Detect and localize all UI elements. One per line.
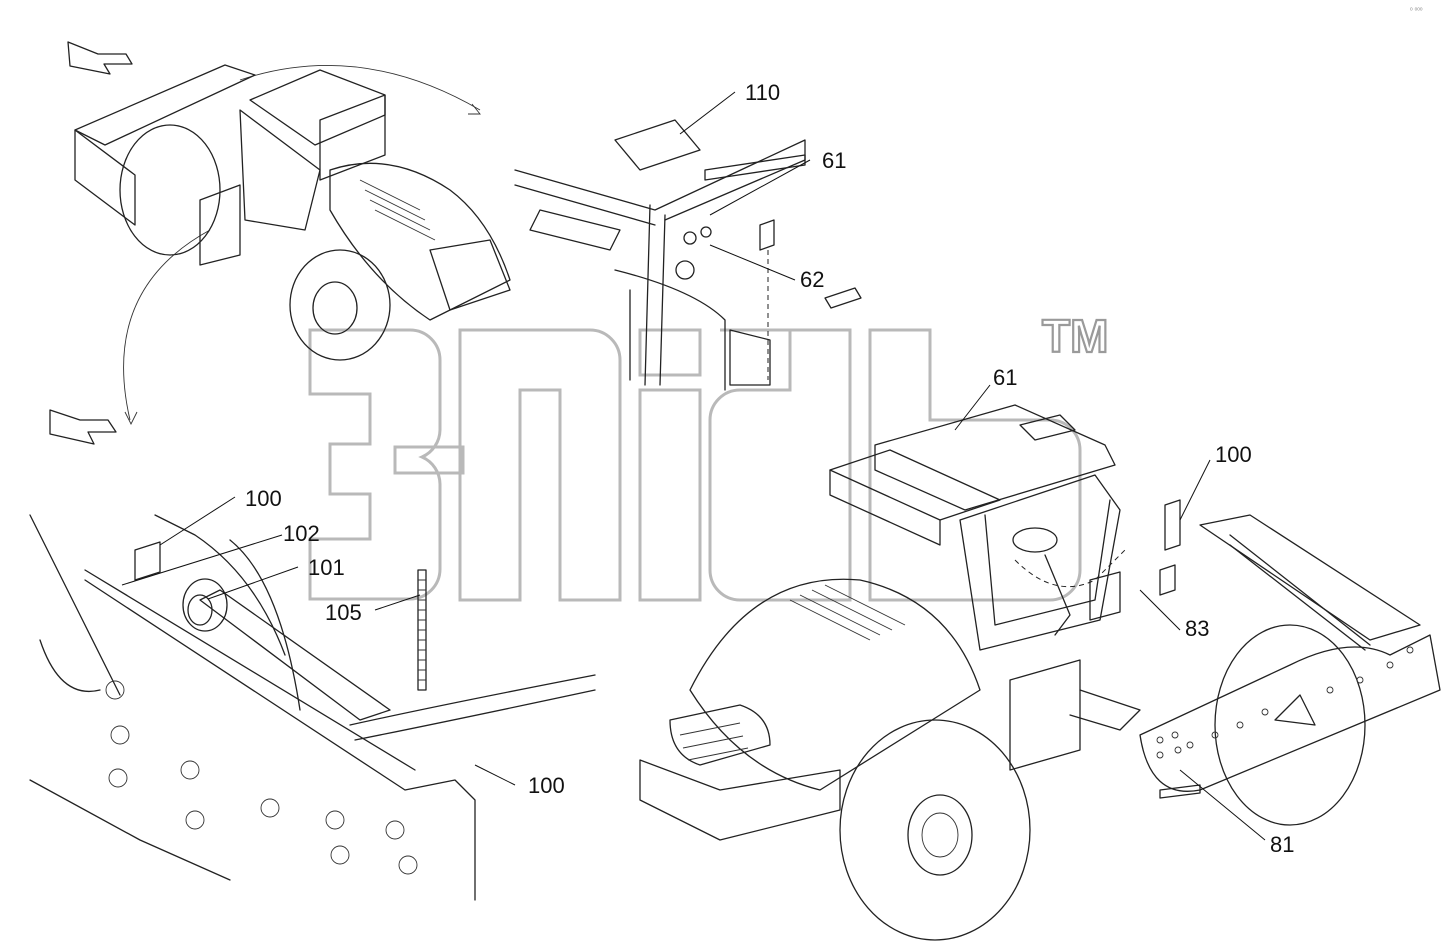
callout-100-left-bottom: 100 <box>528 773 565 798</box>
arrow-lower-left-icon <box>49 409 117 445</box>
leader-lines <box>121 91 1266 841</box>
callout-110: 110 <box>745 80 780 105</box>
rotation-arc-icon <box>239 65 481 111</box>
direction-arrow-icon <box>824 287 862 309</box>
callout-101: 101 <box>308 555 345 580</box>
callout-100-left-top: 100 <box>245 486 282 511</box>
overview-roller <box>49 41 511 445</box>
main-roller <box>639 404 1441 941</box>
callout-61-right: 61 <box>993 365 1017 390</box>
canopy-detail <box>514 119 862 391</box>
callout-105: 105 <box>325 600 362 625</box>
watermark-logo: TM <box>308 309 1110 602</box>
watermark-tm: TM <box>1042 310 1108 362</box>
drum-plate-icon <box>1274 694 1316 726</box>
callout-83: 83 <box>1185 616 1209 641</box>
rotation-arc-lower-icon <box>123 229 211 421</box>
callout-102: 102 <box>283 521 320 546</box>
callout-labels: 110 61 62 61 100 100 102 101 105 83 100 … <box>245 7 1423 857</box>
arrow-top-left-icon <box>67 41 133 75</box>
callout-62: 62 <box>800 267 824 292</box>
callout-61-top: 61 <box>822 148 846 173</box>
corner-mark: ᵒ ᵒᵒᵒ <box>1410 7 1423 14</box>
drum-frame-detail <box>29 514 596 901</box>
callout-100-right: 100 <box>1215 442 1252 467</box>
callout-81: 81 <box>1270 832 1294 857</box>
